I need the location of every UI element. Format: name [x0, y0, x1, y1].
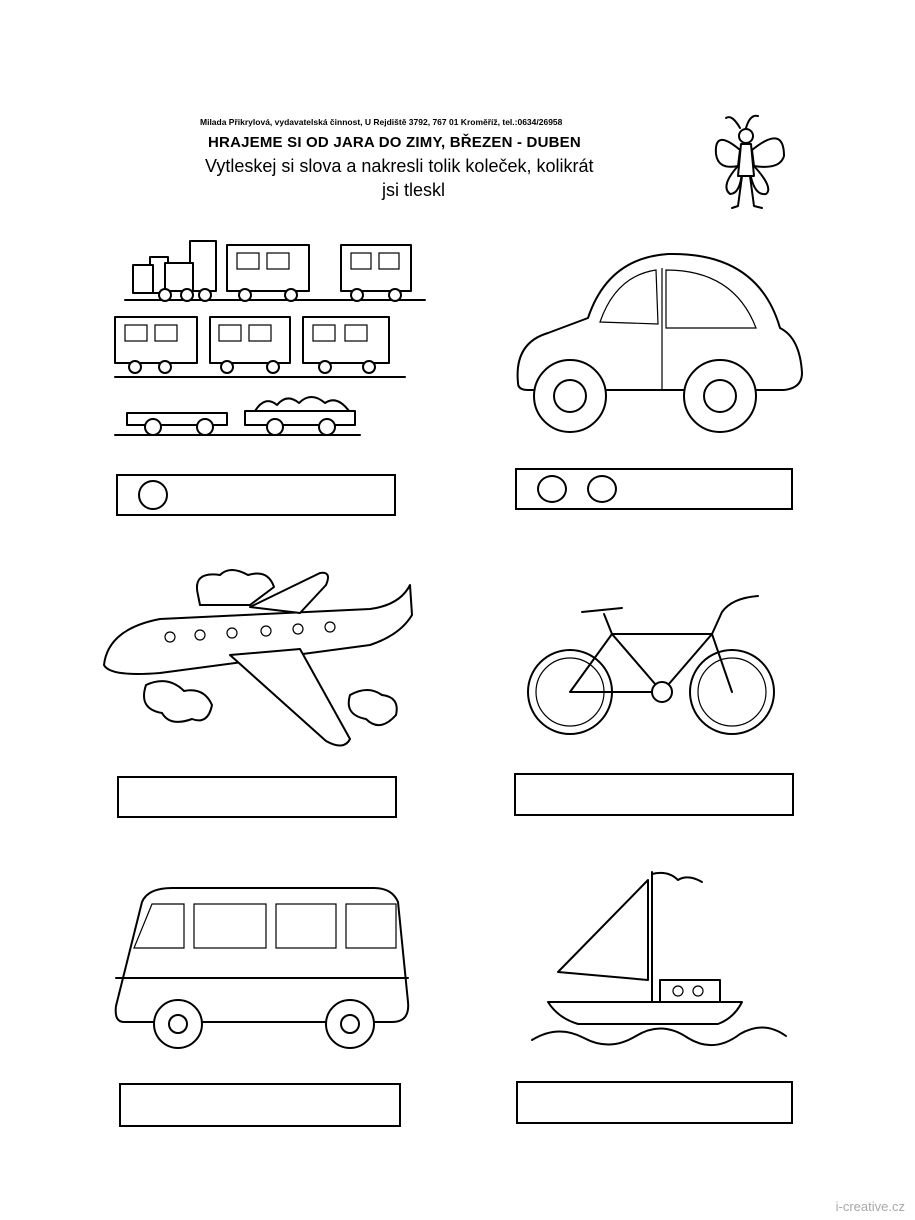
answer-box-airplane[interactable] [117, 776, 397, 818]
instruction-line-1: Vytleskej si slova a nakresli tolik kole… [205, 156, 594, 176]
train-icon [114, 240, 426, 436]
bicycle-icon [527, 595, 775, 735]
answer-box-sailboat[interactable] [516, 1081, 793, 1124]
butterfly-girl-icon [714, 114, 785, 209]
car-icon [516, 252, 803, 433]
airplane-icon [103, 569, 413, 747]
answer-box-car[interactable] [515, 468, 793, 510]
answer-box-train[interactable] [116, 474, 396, 516]
bus-icon [114, 887, 410, 1049]
clap-circle [587, 475, 617, 503]
sailboat-icon [531, 871, 787, 1046]
clap-circle [537, 475, 567, 503]
answer-box-bus[interactable] [119, 1083, 401, 1127]
publisher-line: Milada Přikrylová, vydavatelská činnost,… [200, 117, 563, 127]
worksheet-title: HRAJEME SI OD JARA DO ZIMY, BŘEZEN - DUB… [208, 134, 581, 151]
answer-box-bicycle[interactable] [514, 773, 794, 816]
watermark-text: i-creative.cz [835, 1199, 905, 1214]
instruction-line-2: jsi tleskl [382, 180, 446, 200]
clap-circle [138, 480, 168, 510]
